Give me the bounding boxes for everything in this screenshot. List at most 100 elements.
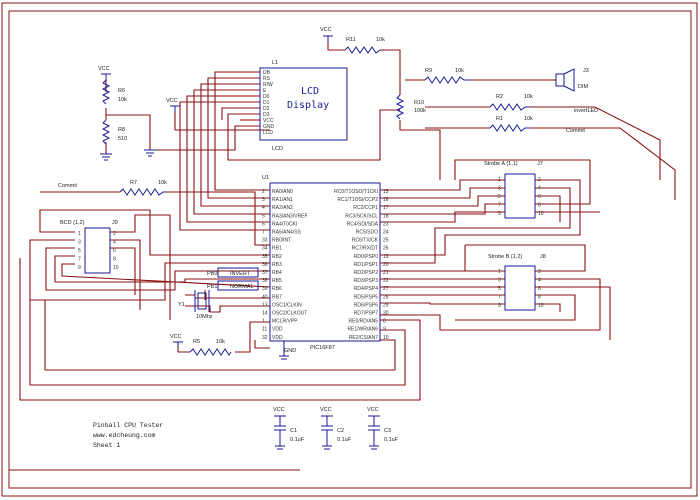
mcu-left-pin-name: OSC1/CLKIN [272, 302, 302, 308]
mcu-left-pin-number: 14 [262, 311, 268, 317]
mcu-left-pin-number: 37 [262, 270, 268, 276]
lcd-module: L1 LCD Display LCD DBRSR/WED0D1D2D3VCCGN… [259, 60, 348, 152]
mcu-left-pin-name: RB5 [272, 278, 282, 284]
crystal-y1: Y1 10Mhz [178, 290, 213, 320]
resistor-r5: R5 10k [189, 339, 232, 356]
r11-ref: R11 [346, 37, 356, 43]
mcu-right-pin-number: 23 [383, 221, 389, 227]
mcu-right-pin-name: RC1/T1OSI/CCP2 [337, 197, 378, 203]
crystal-value: 10Mhz [196, 314, 213, 320]
mcu-left-pin-name: RB4 [272, 270, 282, 276]
r5-symbol [189, 348, 232, 356]
crystal-ref: Y1 [178, 302, 185, 308]
mcu-left-pin-number: 40 [262, 294, 268, 300]
lcd-pin-label: GND [263, 124, 275, 130]
mcu-right-pin-name: RD1/PSP1 [354, 262, 378, 268]
r1-ref: R1 [496, 116, 503, 122]
connector-pin-number: 8 [538, 203, 541, 209]
mcu-right-pin-name: RC4/SDI/SDA [347, 221, 379, 227]
vcc-r6-label: VCC [98, 66, 110, 72]
connector-pin-number: 4 [113, 240, 116, 246]
lcd-pin-label: E [263, 88, 267, 94]
lcd-title-1: LCD [301, 86, 319, 97]
mcu-left-pin-number: 7 [262, 230, 265, 236]
mcu-right-pin-name: RD7/PSP7 [354, 311, 378, 317]
connector-pin-number: 3 [78, 240, 81, 246]
mcu-left-pin-number: 3 [262, 197, 265, 203]
resistor-r8: R8 510 [101, 119, 127, 145]
resistor-r9: R9 10k [424, 68, 470, 84]
mcu-right-pin-name: RD4/PSP4 [354, 286, 378, 292]
strobe-a-body [504, 173, 536, 219]
mcu-part-number: PIC16F87 [310, 345, 335, 351]
mcu-right-pin-number: 30 [383, 311, 389, 317]
mcu-left-pin-name: MCLR/VPP [272, 319, 298, 325]
mcu-right-pin-name: RE2/CS/AN7 [349, 335, 378, 341]
connector-pin-number: 8 [538, 295, 541, 301]
cap-value: 0.1uF [290, 437, 305, 443]
lcd-pin-label: D3 [263, 112, 270, 118]
mcu-right-pin-name: RC6/TX/CK [352, 238, 379, 244]
mcu-right-pin-number: 22 [383, 278, 389, 284]
connector-pin-number: 10 [113, 265, 119, 271]
bcd-ref: J9 [112, 220, 118, 226]
gnd-r8 [100, 153, 112, 161]
pb0-body [217, 267, 259, 278]
lcd-title-2: Display [287, 100, 329, 111]
buzzer-ref: J3 [583, 68, 589, 74]
mcu-left-pin-number: 35 [262, 254, 268, 260]
mcu-left-pin-name: OSC2/CLKOUT [272, 311, 307, 317]
mcu-left-pin-number: 5 [262, 213, 265, 219]
connector-pin-number: 1 [498, 177, 501, 183]
cap-ref: C3 [384, 428, 391, 434]
mcu-right-pin-name: RC2/CCP1 [353, 205, 378, 211]
cap-supply-label: VCC [320, 407, 332, 413]
mcu-left-pin-number: 33 [262, 238, 268, 244]
vcc-r6: VCC [98, 66, 111, 80]
net-label-commit-right: Commit [566, 128, 585, 134]
strobe-b-body [504, 265, 536, 311]
mcu-right-pin-number: 15 [383, 189, 389, 195]
connector-pin-number: 5 [498, 286, 501, 292]
vcc-lcd-label: VCC [166, 98, 178, 104]
connector-pin-number: 9 [498, 303, 501, 309]
connector-pin-number: 8 [113, 257, 116, 263]
lcd-pin-label: RS [263, 76, 271, 82]
connector-pin-number: 2 [113, 231, 116, 237]
connector-pin-number: 10 [538, 211, 544, 217]
resistor-r1: R1 10k [489, 116, 533, 132]
mcu-left-pin-name: RB7 [272, 294, 282, 300]
lcd-pin-label: D1 [263, 100, 270, 106]
mcu-left-pin-name: RB0/INT [272, 238, 291, 244]
lcd-ref: L1 [272, 60, 278, 66]
connector-pin-number: 7 [498, 295, 501, 301]
cap-value: 0.1uF [337, 437, 352, 443]
mcu-right-pin-number: 8 [383, 319, 386, 325]
mcu-right-pin-name: RC5/SDO [356, 230, 378, 236]
mcu-right-pin-name: RD3/PSP3 [354, 278, 378, 284]
r6-ref: R6 [118, 88, 125, 94]
mcu-right-pin-name: RD5/PSP5 [354, 294, 378, 300]
mcu-body [269, 182, 381, 342]
connector-pin-number: 9 [498, 211, 501, 217]
r8-ref: R8 [118, 127, 125, 133]
connector-pin-number: 5 [78, 248, 81, 254]
connector-pin-number: 2 [538, 177, 541, 183]
connector-pin-number: 7 [78, 257, 81, 263]
connector-pin-number: 10 [538, 303, 544, 309]
resistor-r10: R10 100k [395, 94, 426, 120]
title-block: Pinball CPU Tester www.edcheung.com Shee… [93, 422, 163, 449]
mcu-left-pin-name: RB3 [272, 262, 282, 268]
title-url: www.edcheung.com [93, 432, 156, 439]
r9-symbol [424, 76, 470, 84]
mcu-left-pin-name: RA2/AN2 [272, 205, 293, 211]
connector-pin-number: 1 [78, 231, 81, 237]
pb1-ref: PB1 [207, 284, 217, 290]
